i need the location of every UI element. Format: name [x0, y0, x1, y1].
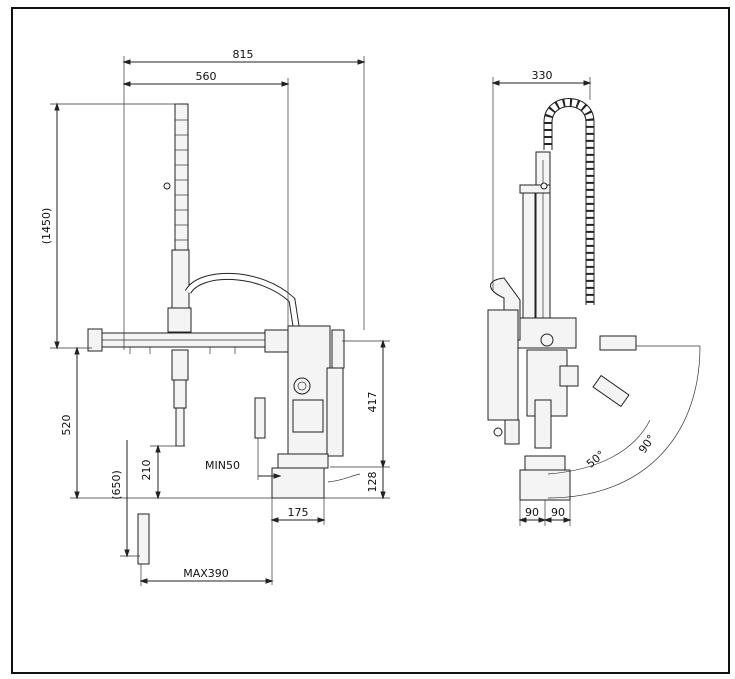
gripper-pos-horizontal: [599, 335, 637, 351]
gripper-jaw: [173, 379, 187, 409]
gripper-min-position: [254, 397, 266, 439]
dim-min50: MIN50: [205, 459, 240, 472]
side-cylinder: [326, 367, 344, 457]
dim-330: 330: [532, 69, 553, 82]
cable-chain: [543, 98, 595, 305]
arm-knob: [163, 182, 171, 190]
side-panel: [487, 309, 519, 421]
dim-560: 560: [196, 70, 217, 83]
dim-max390: MAX390: [183, 567, 229, 580]
dim-417: 417: [366, 392, 379, 413]
arc-50: [547, 419, 651, 475]
gripper-body: [171, 349, 189, 381]
side-pulley: [540, 333, 554, 347]
drawing-frame: [11, 7, 730, 674]
main-body: [287, 325, 331, 457]
arc-90: [547, 345, 701, 499]
side-rail: [522, 191, 536, 321]
beam-ticks: [129, 347, 236, 354]
dim-90-right: 90: [551, 506, 565, 519]
dim-210: 210: [140, 460, 153, 481]
base-cable: [327, 473, 361, 483]
cable-hose: [184, 273, 300, 327]
dim-520: 520: [60, 415, 73, 436]
side-base: [519, 469, 571, 501]
side-knob: [540, 182, 548, 190]
side-view: [487, 98, 701, 501]
pressure-gauge: [293, 377, 311, 395]
side-gripper: [534, 399, 552, 449]
front-view: [87, 103, 361, 565]
side-valve: [331, 329, 345, 369]
base-upper: [277, 453, 329, 469]
front-dimensions: 815 560 (1450) 520 (650) 210: [40, 48, 390, 586]
side-filter: [504, 419, 520, 445]
base-plate: [271, 467, 325, 499]
dim-815: 815: [233, 48, 254, 61]
side-cylinder: [559, 365, 579, 387]
arm-segments: [175, 119, 188, 241]
dim-650: (650): [110, 470, 123, 500]
arm-clamp: [167, 307, 192, 333]
beam-right-block: [264, 329, 292, 353]
dim-128: 128: [366, 472, 379, 493]
gripper-finger: [175, 407, 185, 447]
arm-lower-sleeve: [171, 249, 190, 311]
control-label: [292, 399, 324, 433]
dim-1450: (1450): [40, 208, 53, 245]
gripper-pos-angled: [592, 374, 630, 408]
dim-175: 175: [288, 506, 309, 519]
dim-90-left: 90: [525, 506, 539, 519]
gripper-max-position: [137, 513, 150, 565]
side-base-upper: [524, 455, 566, 471]
side-rail-cap: [519, 184, 551, 194]
side-filter-knob: [493, 427, 503, 437]
